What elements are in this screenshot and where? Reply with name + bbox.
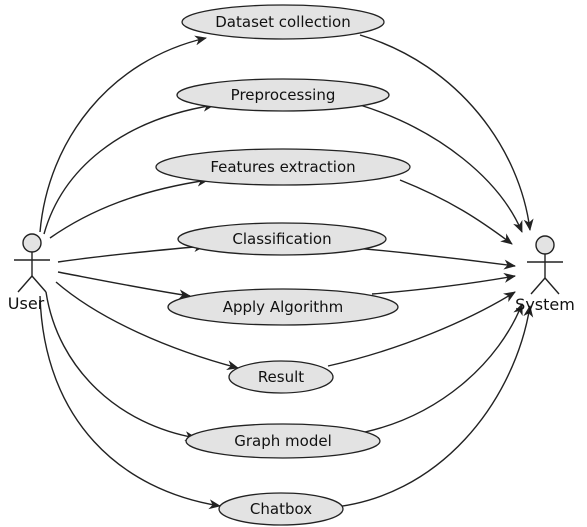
use-case-apply-algorithm: Apply Algorithm [167,288,399,326]
use-case-dataset-collection: Dataset collection [181,4,385,40]
edge-graph-model-system [349,303,523,436]
actor-user: User [8,233,50,313]
use-case-label: Apply Algorithm [223,298,344,316]
use-case-label: Graph model [234,432,332,450]
use-case-label: Preprocessing [231,86,336,104]
stick-figure-icon [527,235,563,295]
use-case-label: Chatbox [250,500,312,518]
use-case-label: Dataset collection [215,13,350,31]
edge-classification-system [354,247,516,270]
edge-features-extraction-system [399,179,513,245]
edge-apply-algorithm-system [371,273,516,295]
use-case-features-extraction: Features extraction [155,148,411,186]
actor-label: User [8,294,45,313]
edge-preprocessing-system [359,104,523,233]
edge-user-apply-algorithm [57,271,191,300]
edge-user-classification [57,241,206,263]
stick-figure-icon [14,233,50,293]
use-case-classification: Classification [177,222,387,256]
use-case-chatbox: Chatbox [218,492,344,526]
use-case-result: Result [228,360,334,394]
use-case-label: Result [258,368,304,386]
actor-system: System [515,235,575,314]
use-case-graph-model: Graph model [185,423,381,459]
use-case-label: Classification [232,230,331,248]
edge-user-preprocessing [43,101,215,235]
edge-user-result [55,281,239,371]
edge-user-chatbox [39,295,221,510]
use-case-preprocessing: Preprocessing [176,78,390,112]
edge-dataset-collection-system [359,34,534,231]
edge-result-system [327,291,516,367]
edge-user-dataset-collection [39,35,207,233]
edge-user-graph-model [45,291,197,442]
use-case-label: Features extraction [210,158,355,176]
edge-user-features-extraction [49,176,209,239]
edge-chatbox-system [324,305,534,509]
actor-label: System [515,295,575,314]
